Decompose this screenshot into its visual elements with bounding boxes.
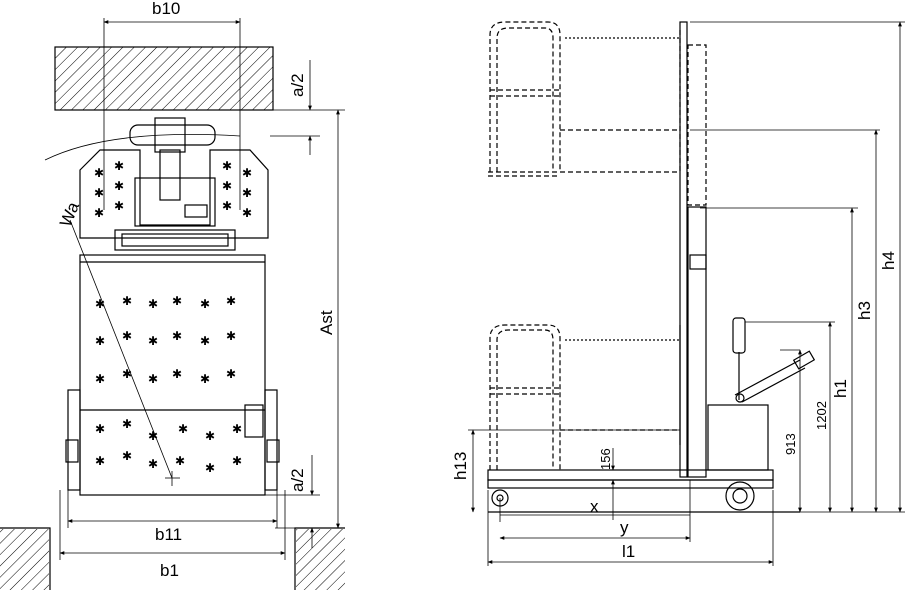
side-view: h4 h3 h1 1202 913 h13 156 x y l1: [451, 21, 905, 566]
svg-text:✱: ✱: [242, 166, 252, 180]
svg-text:✱: ✱: [94, 166, 104, 180]
svg-text:✱: ✱: [148, 334, 158, 348]
svg-text:✱: ✱: [222, 179, 232, 193]
svg-text:✱: ✱: [172, 294, 182, 308]
dim-156-label: 156: [598, 448, 613, 470]
svg-text:✱: ✱: [122, 367, 132, 381]
svg-text:✱: ✱: [200, 297, 210, 311]
svg-text:✱: ✱: [205, 461, 215, 475]
ast-label: Ast: [317, 310, 336, 335]
svg-text:✱: ✱: [200, 372, 210, 386]
svg-text:✱: ✱: [172, 329, 182, 343]
svg-text:✱: ✱: [242, 186, 252, 200]
svg-text:✱: ✱: [94, 206, 104, 220]
a2-top-label: a/2: [288, 73, 307, 97]
h1-label: h1: [831, 379, 850, 398]
drive-unit: [79, 149, 269, 251]
svg-text:✱: ✱: [148, 429, 158, 443]
load-block: [54, 46, 274, 111]
svg-text:✱: ✱: [122, 294, 132, 308]
b11-label: b11: [155, 525, 182, 544]
svg-text:✱: ✱: [205, 429, 215, 443]
x-label: x: [590, 497, 599, 516]
svg-text:✱: ✱: [114, 199, 124, 213]
svg-text:✱: ✱: [175, 454, 185, 468]
svg-text:✱: ✱: [178, 422, 188, 436]
wa-label: Wa: [56, 199, 83, 230]
y-label: y: [620, 518, 629, 537]
lowered-cage: [489, 324, 681, 470]
tiller-head: [129, 117, 216, 201]
svg-text:✱: ✱: [95, 297, 105, 311]
h13-label: h13: [451, 452, 470, 480]
h3-label: h3: [855, 301, 874, 320]
svg-text:✱: ✱: [242, 206, 252, 220]
svg-text:✱: ✱: [232, 454, 242, 468]
l1-label: l1: [622, 542, 635, 561]
svg-text:✱: ✱: [114, 179, 124, 193]
mast: [679, 21, 688, 478]
platform-body: [65, 254, 280, 496]
svg-text:✱: ✱: [222, 159, 232, 173]
svg-text:✱: ✱: [95, 454, 105, 468]
svg-text:✱: ✱: [95, 334, 105, 348]
chassis: [487, 404, 800, 513]
svg-text:✱: ✱: [222, 199, 232, 213]
svg-text:✱: ✱: [232, 422, 242, 436]
svg-text:✱: ✱: [122, 449, 132, 463]
svg-text:✱: ✱: [148, 297, 158, 311]
aisle-walls: [0, 527, 345, 590]
h4-label: h4: [879, 251, 898, 270]
svg-text:✱: ✱: [148, 457, 158, 471]
grip-pattern: ✱ ✱ ✱ ✱ ✱ ✱ ✱ ✱ ✱ ✱ ✱ ✱ ✱ ✱ ✱ ✱ ✱ ✱ ✱ ✱ ✱ ✱ ✱ ✱ ✱ ✱ ✱ ✱ ✱ ✱ ✱ ✱ ✱…: [94, 159, 252, 475]
b10-label: b10: [152, 0, 180, 18]
svg-text:✱: ✱: [114, 159, 124, 173]
svg-text:✱: ✱: [122, 417, 132, 431]
svg-text:✱: ✱: [95, 372, 105, 386]
svg-text:✱: ✱: [226, 329, 236, 343]
raised-cage: [488, 21, 681, 177]
svg-text:✱: ✱: [172, 367, 182, 381]
svg-text:✱: ✱: [200, 334, 210, 348]
svg-text:✱: ✱: [95, 422, 105, 436]
dim-913-label: 913: [783, 433, 798, 455]
a2-bottom-label: a/2: [288, 468, 307, 492]
dim-1202-label: 1202: [814, 401, 829, 430]
svg-text:✱: ✱: [122, 329, 132, 343]
svg-text:✱: ✱: [148, 372, 158, 386]
svg-text:✱: ✱: [94, 186, 104, 200]
b1-label: b1: [160, 561, 179, 580]
svg-text:✱: ✱: [226, 367, 236, 381]
tiller: [732, 317, 816, 403]
top-view: b10 a/2 Ast: [0, 0, 345, 590]
svg-text:✱: ✱: [226, 294, 236, 308]
